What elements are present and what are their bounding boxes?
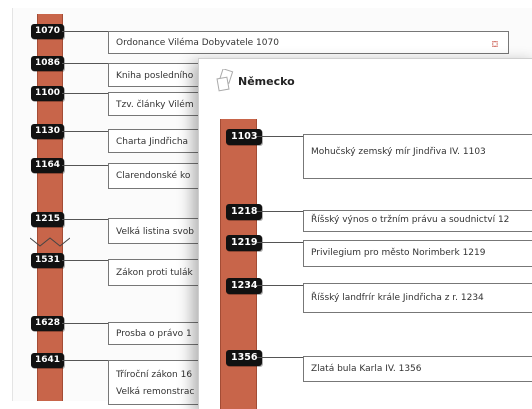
timeline-entry[interactable]: Mohučský zemský mír Jindřiva IV. 1103 <box>303 134 532 179</box>
year-tag: 1218 <box>226 204 263 220</box>
entry-title[interactable]: Privilegium pro město Norimberk 1219 <box>311 248 486 258</box>
year-tag: 1100 <box>31 86 65 101</box>
connector-line <box>62 165 108 166</box>
timeline-entry[interactable]: Ordonance Viléma Dobyvatele 1070 ⛋ <box>108 31 509 54</box>
panel-title: Německo <box>238 75 295 88</box>
entry-title[interactable]: Charta Jindřicha <box>116 137 189 147</box>
year-tag: 1086 <box>31 56 65 71</box>
year-tag: 1130 <box>31 124 65 139</box>
timeline-entry[interactable]: Zlatá bula Karla IV. 1356 <box>303 356 532 382</box>
entry-title[interactable]: Ordonance Viléma Dobyvatele 1070 <box>116 38 279 48</box>
entry-title[interactable]: Mohučský zemský mír Jindřiva IV. 1103 <box>311 147 486 157</box>
year-tag: 1219 <box>226 235 263 251</box>
timeline-entry[interactable]: Privilegium pro město Norimberk 1219 <box>303 240 532 267</box>
timeline-entry[interactable]: Říšský landfrír krále Jindřicha z r. 123… <box>303 283 532 313</box>
timeline-entry[interactable]: Říšský výnos o tržním právu a soudnictví… <box>303 210 532 232</box>
entry-title[interactable]: Říšský landfrír krále Jindřicha z r. 123… <box>311 293 484 303</box>
connector-line <box>257 211 304 212</box>
germany-timeline-panel: Německo 1103 Mohučský zemský mír Jindřiv… <box>198 58 532 409</box>
connector-line <box>62 93 108 94</box>
entry-title[interactable]: Prosba o právo 1 <box>116 329 192 339</box>
germany-timeline-bar <box>220 119 257 409</box>
year-tag: 1215 <box>31 212 65 227</box>
entry-title[interactable]: Velká listina svob <box>116 227 194 237</box>
year-tag: 1531 <box>31 253 65 268</box>
year-tag: 1070 <box>31 24 65 39</box>
connector-line <box>257 285 304 286</box>
background-timeline-bar <box>37 14 63 401</box>
entry-title[interactable]: Zákon proti tulák <box>116 268 193 278</box>
year-tag: 1356 <box>226 350 263 366</box>
year-tag: 1103 <box>226 129 263 145</box>
connector-line <box>257 357 304 358</box>
year-tag: 1164 <box>31 158 65 173</box>
entry-title[interactable]: Tříroční zákon 16 <box>116 370 193 380</box>
connector-line <box>62 260 108 261</box>
year-tag: 1234 <box>226 278 263 294</box>
entry-title-secondary[interactable]: Velká remonstrac <box>116 387 195 397</box>
connector-line <box>62 63 108 64</box>
connector-line <box>62 323 108 324</box>
connector-line <box>257 242 304 243</box>
connector-line <box>62 31 108 32</box>
connector-line <box>62 360 108 361</box>
entry-title[interactable]: Tzv. články Vilém <box>116 100 194 110</box>
documents-icon <box>216 69 234 92</box>
year-tag: 1628 <box>31 316 65 331</box>
entry-title[interactable]: Clarendonské ko <box>116 171 191 181</box>
entry-title[interactable]: Zlatá bula Karla IV. 1356 <box>311 364 422 374</box>
connector-line <box>257 136 304 137</box>
connector-line <box>62 219 108 220</box>
pdf-icon[interactable]: ⛋ <box>491 40 498 49</box>
timeline-break-icon <box>30 237 70 247</box>
entry-title[interactable]: Říšský výnos o tržním právu a soudnictví… <box>311 215 510 225</box>
year-tag: 1641 <box>31 353 65 368</box>
connector-line <box>62 131 108 132</box>
entry-title[interactable]: Kniha posledního <box>116 71 194 81</box>
